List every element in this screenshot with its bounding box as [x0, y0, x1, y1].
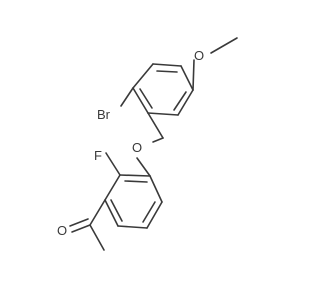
double-bond-inner [110, 199, 123, 222]
double-bond-inner [173, 91, 187, 111]
bond-to-fluorine [105, 152, 121, 176]
bond [149, 175, 163, 203]
carbonyl-double-bond-a [71, 224, 91, 233]
bond-oxygen-to-lower-ring [136, 157, 151, 177]
double-bond-inner [142, 201, 156, 223]
bond-ring-to-carbonyl [89, 199, 106, 226]
upper-ring [132, 63, 194, 116]
bond [104, 174, 121, 201]
bond [132, 87, 149, 114]
bond-methoxy-methyl [210, 37, 238, 54]
double-bond-inner [139, 88, 153, 109]
bromine-label: Br [97, 107, 111, 122]
bond-ch2-to-oxygen [152, 137, 164, 143]
bond [147, 112, 179, 116]
bond [152, 63, 182, 67]
bond [146, 201, 163, 229]
bond [132, 63, 154, 89]
bond-carbonyl-to-methyl [89, 224, 105, 251]
carbonyl-oxygen-label: O [57, 223, 67, 238]
bond [104, 199, 119, 227]
double-bond-inner [156, 70, 178, 73]
bond [180, 65, 194, 91]
bond-to-methoxy-oxygen [192, 59, 195, 91]
ether-oxygen-label: O [132, 140, 142, 155]
bond [119, 174, 151, 177]
methoxy-oxygen-label: O [194, 48, 204, 63]
chemical-structure-diagram: Br O O F O [57, 37, 238, 251]
fluorine-label: F [94, 148, 102, 163]
bond-to-bromine [120, 87, 134, 107]
double-bond-inner [124, 180, 148, 183]
carbonyl-double-bond-b [69, 218, 89, 227]
bond-ring-to-ch2 [147, 112, 164, 139]
bond [177, 89, 194, 116]
lower-ring [104, 174, 163, 229]
bond [117, 225, 148, 229]
